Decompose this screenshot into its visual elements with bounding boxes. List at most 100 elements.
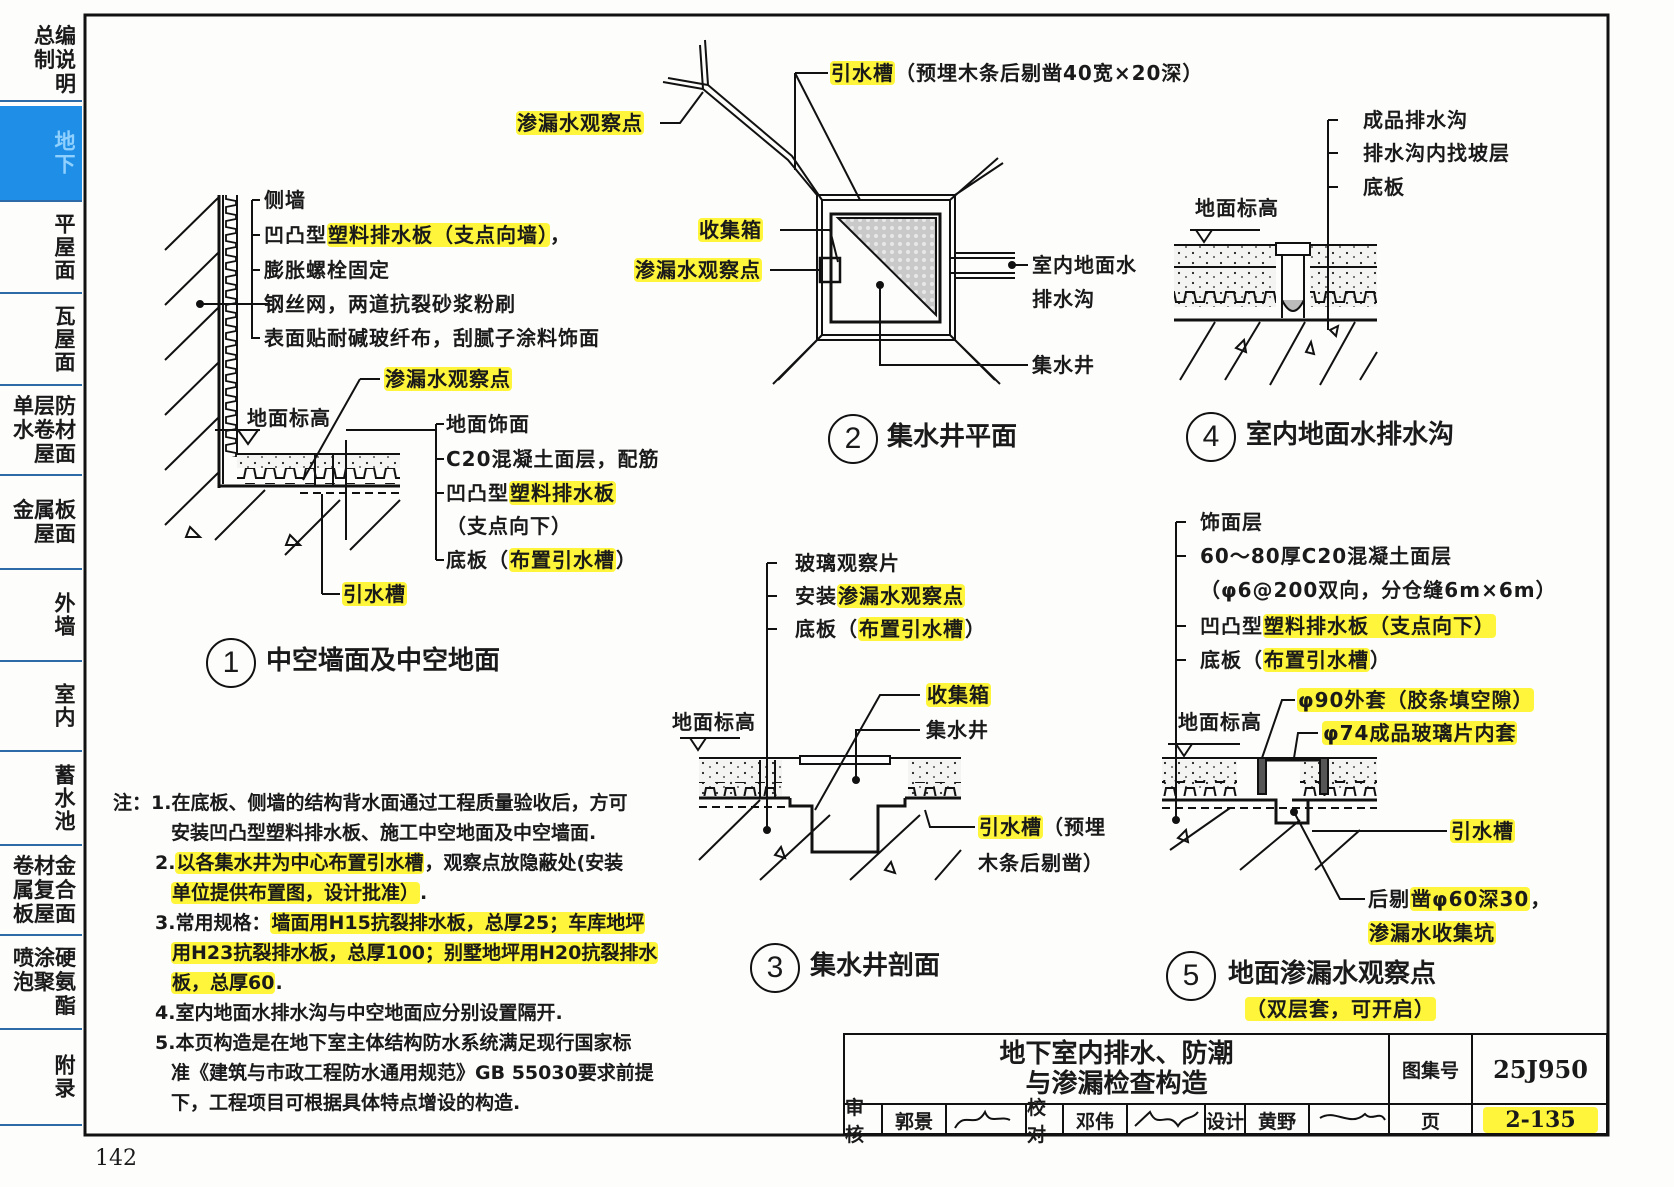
detail-number-1: 1	[206, 638, 256, 688]
tab-flat-roof[interactable]: 平屋面	[0, 202, 82, 294]
label-channel-3-note: 木条后剔凿）	[978, 851, 1104, 875]
reviewer-signature	[947, 1105, 1027, 1135]
label-c20: C20混凝土面层，配筋	[446, 447, 660, 471]
note-2: 2.以各集水井为中心布置引水槽，观察点放隐蔽处(安装	[155, 852, 624, 874]
label-slope-layer: 排水沟内找坡层	[1363, 141, 1510, 165]
label-c20-5: 60～80厚C20混凝土面层	[1200, 544, 1453, 568]
signature-designer	[1319, 1112, 1386, 1121]
note-1-cont: 安装凹凸型塑料排水板、施工中空地面及中空墙面.	[171, 822, 597, 844]
check-label: 校对	[1027, 1097, 1064, 1146]
label-sump-3: 集水井	[926, 718, 989, 742]
note-1: 注：1.在底板、侧墙的结构背水面通过工程质量验收后，方可	[113, 792, 628, 814]
detail4-title: 室内地面水排水沟	[1246, 420, 1455, 450]
label-finish-5: 饰面层	[1200, 510, 1263, 534]
label-collector: 收集箱	[698, 218, 763, 242]
detail4-drawing	[1174, 119, 1378, 386]
note-3: 3.常用规格：墙面用H15抗裂排水板，总厚25；车库地坪	[155, 912, 646, 934]
label-drain-1: 室内地面水	[1032, 253, 1137, 277]
label-inner-sleeve: φ74成品玻璃片内套	[1322, 721, 1518, 745]
note-5-cont-2: 下，工程项目可根据具体特点增设的构造.	[171, 1092, 521, 1114]
label-floor-finish: 地面饰面	[446, 412, 530, 436]
drawing-title: 地下室内排水、防潮 与渗漏检查构造	[845, 1035, 1390, 1105]
tab-spray-foam[interactable]: 喷涂硬泡聚氨酯	[0, 936, 82, 1030]
note-4: 4.室内地面水排水沟与中空地面应分别设置隔开.	[155, 1002, 563, 1024]
detail1-title: 中空墙面及中空地面	[266, 646, 501, 676]
detail-number-5: 5	[1166, 951, 1216, 1001]
label-rebar-5: （φ6@200双向，分仓缝6m×6m）	[1200, 578, 1557, 602]
book-page-number: 142	[95, 1146, 137, 1171]
signature-reviewer	[954, 1109, 1011, 1129]
review-label: 审核	[845, 1097, 883, 1146]
label-floor-level-3: 地面标高	[672, 710, 756, 734]
label-channel-5: 引水槽	[1450, 819, 1515, 843]
detail2-drawing	[660, 39, 1028, 385]
label-surface: 表面贴耐碱玻纤布，刮腻子涂料饰面	[264, 326, 600, 350]
checker-signature	[1128, 1105, 1206, 1135]
page-label: 页	[1390, 1105, 1473, 1135]
atlas-label: 图集号	[1390, 1035, 1473, 1105]
label-obs-point-top: 渗漏水观察点	[516, 111, 644, 135]
label-base-5: 底板（布置引水槽）	[1200, 648, 1391, 672]
designer-signature	[1310, 1105, 1390, 1135]
designer-name: 黄野	[1246, 1105, 1310, 1135]
detail1-drawing	[164, 195, 444, 595]
label-drain-2: 排水沟	[1032, 287, 1095, 311]
detail3-title: 集水井剖面	[810, 951, 941, 981]
note-3-cont-2: 板，总厚60.	[171, 972, 283, 994]
label-floor-level-5: 地面标高	[1178, 710, 1262, 734]
label-channel: 引水槽	[342, 582, 407, 606]
tab-general-notes[interactable]: 总编制说明	[0, 20, 82, 102]
label-board-5: 凹凸型塑料排水板（支点向下）	[1200, 614, 1496, 638]
tab-membrane-roof[interactable]: 单层防水卷材屋面	[0, 386, 82, 476]
signature-checker	[1134, 1110, 1199, 1128]
label-floor-level: 地面标高	[247, 406, 331, 430]
tab-tile-roof[interactable]: 瓦屋面	[0, 294, 82, 386]
label-base: 底板（布置引水槽）	[446, 548, 637, 572]
atlas-number: 25J950	[1473, 1035, 1608, 1105]
tab-composite-roof[interactable]: 卷材金属复合板屋面	[0, 846, 82, 936]
note-2-cont: 单位提供布置图，设计批准）.	[171, 882, 428, 904]
detail5-drawing	[1162, 521, 1447, 900]
label-sump: 集水井	[1032, 353, 1095, 377]
signatures	[954, 1109, 1386, 1129]
label-drain-board-wall: 凹凸型塑料排水板（支点向墙），	[264, 223, 571, 247]
tab-exterior-wall[interactable]: 外墙	[0, 570, 82, 662]
label-bolts: 膨胀螺栓固定	[264, 258, 390, 282]
label-pit-2: 渗漏水收集坑	[1368, 921, 1496, 945]
label-mesh: 钢丝网，两道抗裂砂浆粉刷	[264, 292, 516, 316]
title-block: 地下室内排水、防潮 与渗漏检查构造 图集号 25J950 审核 郭景 校对 邓伟…	[843, 1033, 1608, 1146]
label-drain-board-floor: 凹凸型塑料排水板	[446, 481, 616, 505]
tab-reservoir[interactable]: 蓄水池	[0, 752, 82, 846]
tab-metal-roof[interactable]: 金属板屋面	[0, 476, 82, 570]
checker-name: 邓伟	[1064, 1105, 1128, 1135]
label-obs-point-plan: 渗漏水观察点	[634, 258, 762, 282]
notes: 注：1.在底板、侧墙的结构背水面通过工程质量验收后，方可 安装凹凸型塑料排水板、…	[113, 788, 659, 1118]
reviewer-name: 郭景	[883, 1105, 947, 1135]
tab-interior[interactable]: 室内	[0, 662, 82, 752]
label-floor-level-4: 地面标高	[1195, 196, 1279, 220]
note-3-cont-1: 用H23抗裂排水板，总厚100；别墅地坪用H20抗裂排水	[171, 942, 659, 964]
detail5-subtitle: （双层套，可开启）	[1245, 997, 1436, 1021]
page-frame	[83, 13, 1610, 1137]
detail-number-2: 2	[828, 414, 878, 464]
tab-underground[interactable]: 地下	[0, 106, 82, 202]
label-obs-point: 渗漏水观察点	[384, 367, 512, 391]
page-number-cell: 2-135	[1473, 1105, 1608, 1135]
label-outer-sleeve: φ90外套（胶条填空隙）	[1297, 688, 1535, 712]
label-product-drain: 成品排水沟	[1363, 108, 1468, 132]
label-side-wall: 侧墙	[264, 188, 306, 212]
label-install-obs: 安装渗漏水观察点	[795, 584, 965, 608]
label-collector-3: 收集箱	[926, 683, 991, 707]
label-board-direction: （支点向下）	[446, 514, 572, 538]
tab-appendix[interactable]: 附录	[0, 1030, 82, 1126]
design-label: 设计	[1206, 1105, 1246, 1135]
note-5: 5.本页构造是在地下室主体结构防水系统满足现行国家标	[155, 1032, 632, 1054]
label-channel-plan: 引水槽（预埋木条后剔凿40宽×20深）	[830, 61, 1204, 85]
detail2-title: 集水井平面	[887, 422, 1018, 452]
label-base-3: 底板（布置引水槽）	[795, 617, 986, 641]
note-5-cont-1: 准《建筑与市政工程防水通用规范》GB 55030要求前提	[171, 1062, 654, 1084]
detail-number-3: 3	[750, 943, 800, 993]
label-glass: 玻璃观察片	[795, 551, 900, 575]
detail5-title: 地面渗漏水观察点	[1228, 959, 1437, 989]
